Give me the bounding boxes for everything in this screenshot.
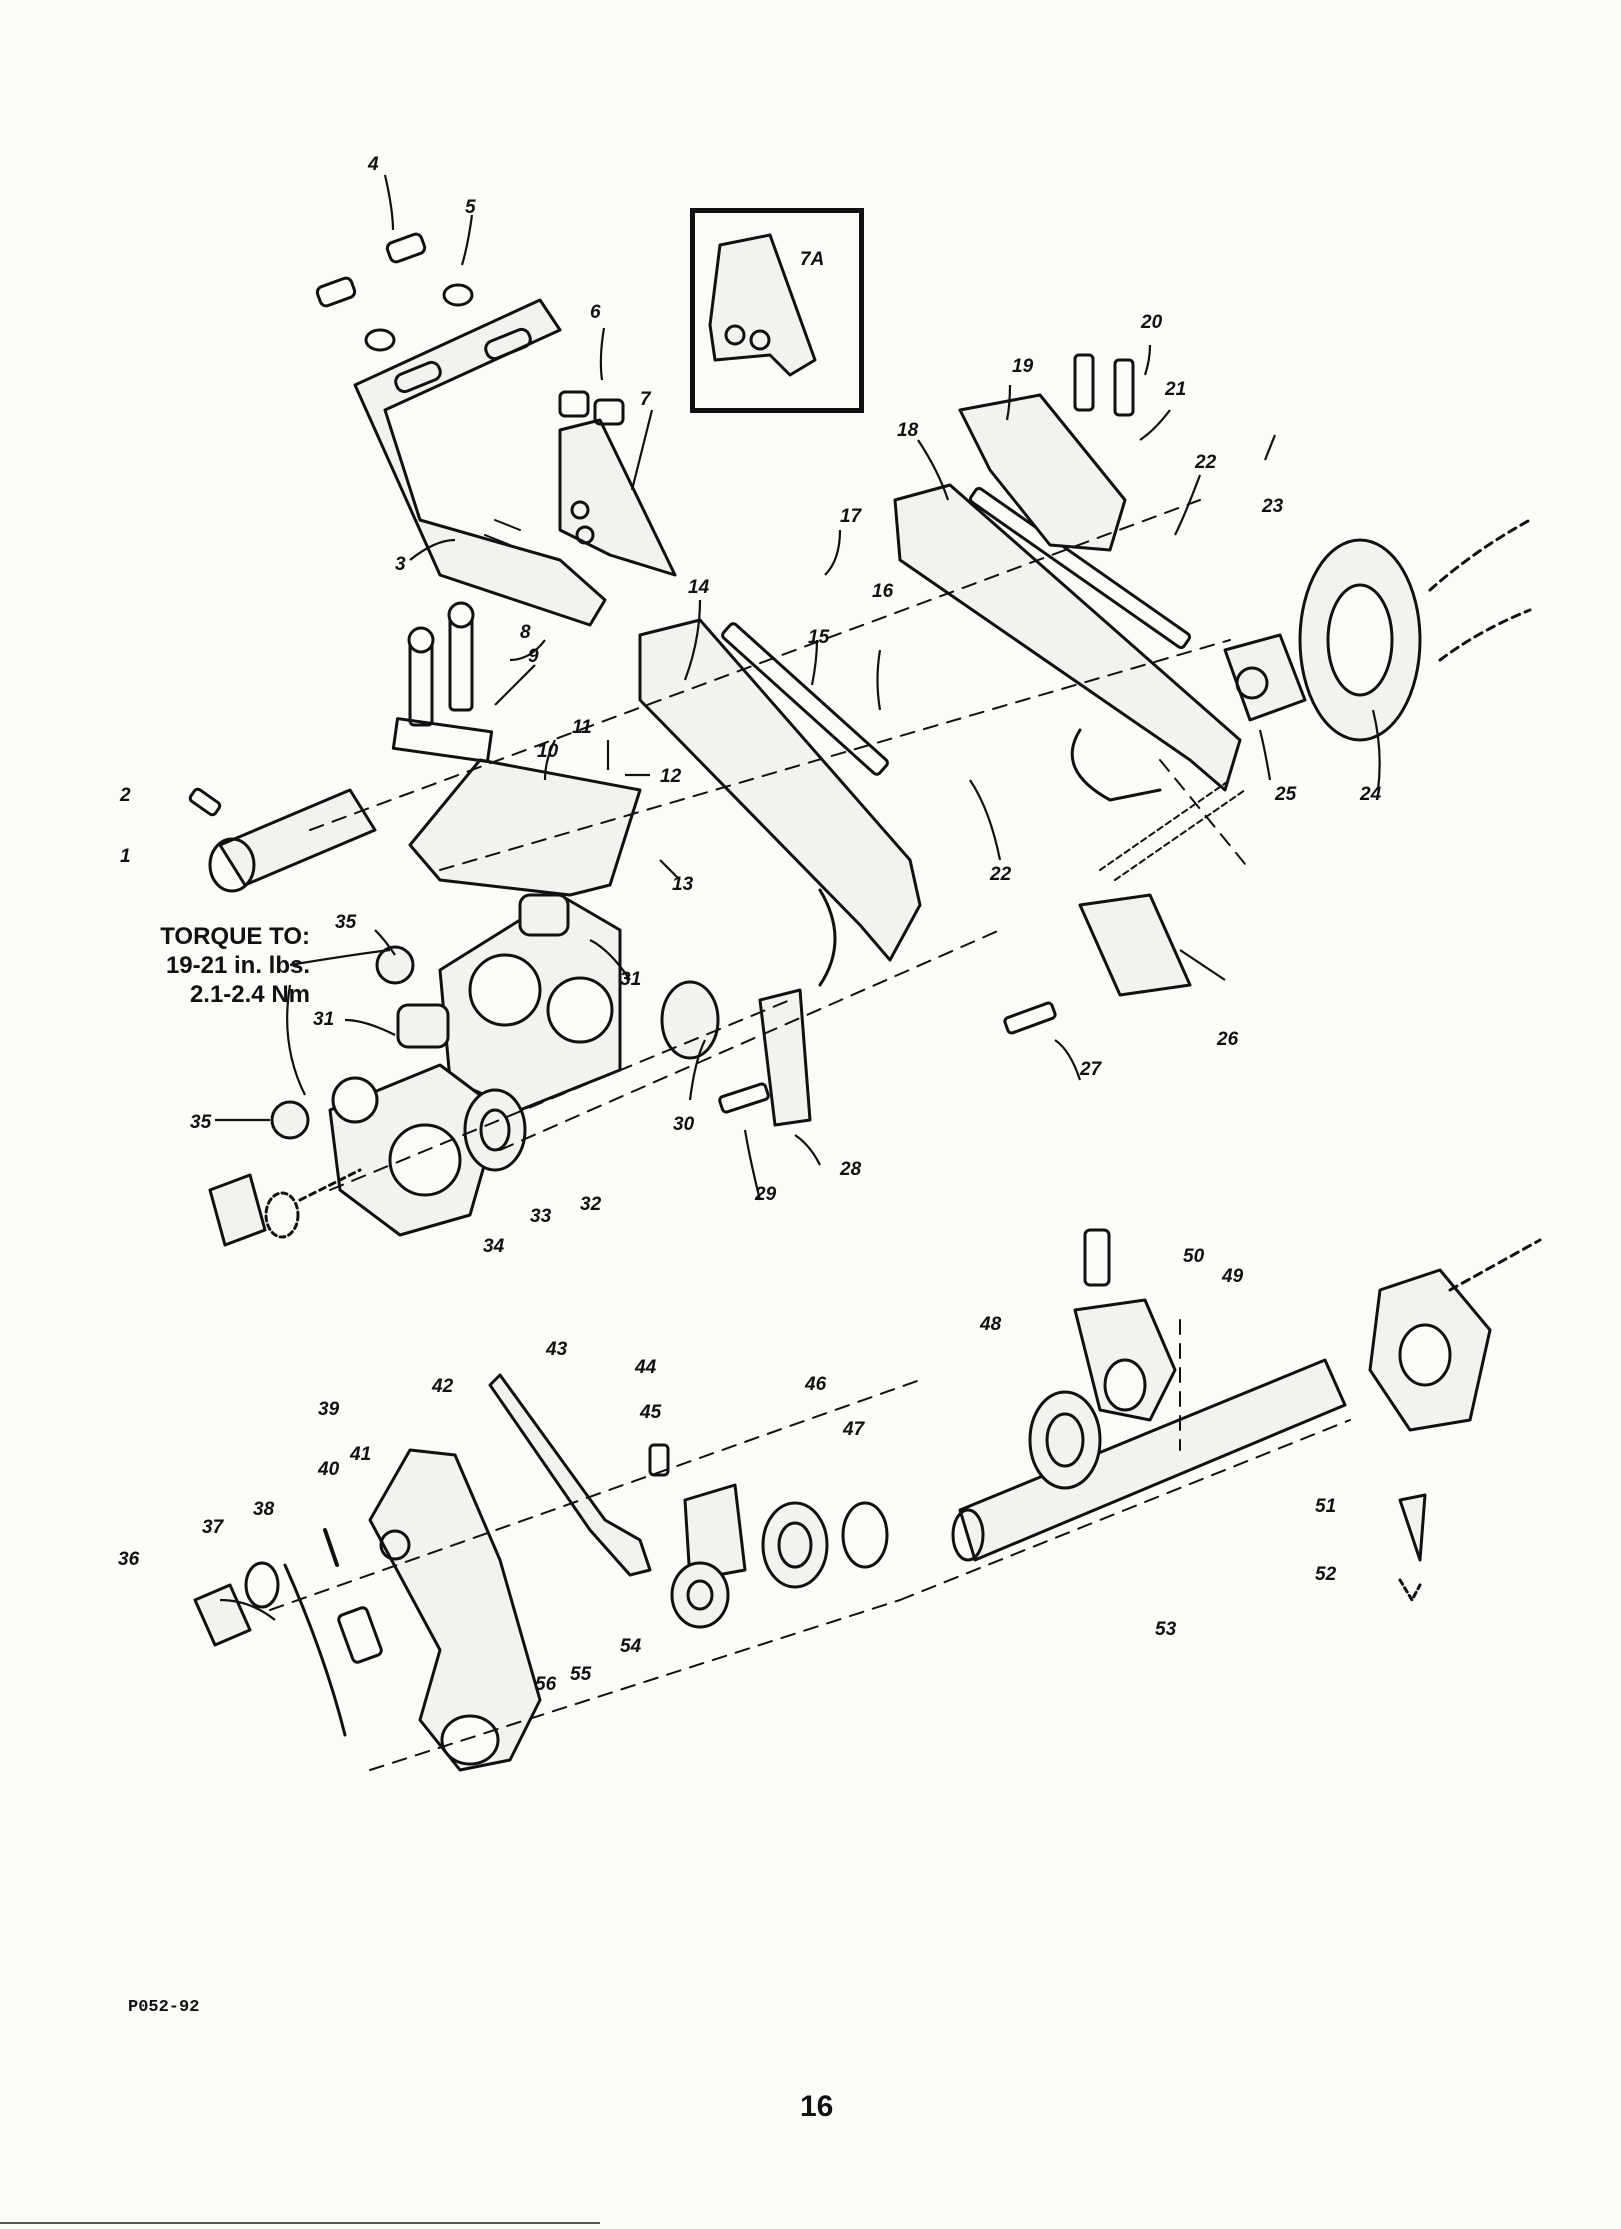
torque-imperial: 19-21 in. lbs. — [140, 951, 310, 980]
torque-spec: TORQUE TO: 19-21 in. lbs. 2.1-2.4 Nm — [140, 922, 310, 1009]
callout-51: 51 — [1315, 1496, 1336, 1517]
callout-35-lower: 35 — [190, 1112, 212, 1133]
callout-43: 43 — [545, 1339, 568, 1360]
callout-23: 23 — [1261, 496, 1284, 517]
callout-18: 18 — [897, 420, 919, 441]
callout-37: 37 — [202, 1517, 225, 1538]
callout-46: 46 — [804, 1374, 827, 1395]
callout-52: 52 — [1315, 1564, 1337, 1585]
callout-13: 13 — [672, 874, 694, 895]
callout-56: 56 — [535, 1674, 557, 1695]
callout-55: 55 — [570, 1664, 592, 1685]
figure-code: P052-92 — [128, 1998, 199, 2017]
callout-20: 20 — [1140, 312, 1163, 333]
part-rod-43 — [490, 1375, 650, 1575]
callout-22: 22 — [1194, 452, 1217, 473]
torque-heading: TORQUE TO: — [140, 922, 310, 951]
callout-21: 21 — [1164, 379, 1186, 400]
callout-4: 4 — [367, 154, 379, 175]
callout-48: 48 — [979, 1314, 1002, 1335]
part-crank-41 — [337, 1450, 540, 1770]
callout-54: 54 — [620, 1636, 642, 1657]
callout-39: 39 — [318, 1399, 340, 1420]
callout-25: 25 — [1274, 784, 1297, 805]
part-pin-1 — [189, 788, 375, 891]
callout-2: 2 — [119, 785, 131, 806]
callout-7: 7 — [640, 389, 652, 410]
callout-50: 50 — [1183, 1246, 1205, 1267]
bottom-rule — [0, 2222, 600, 2224]
callout-49: 49 — [1221, 1266, 1244, 1287]
callout-35-upper: 35 — [335, 912, 357, 933]
callout-12: 12 — [660, 766, 682, 787]
callout-8: 8 — [520, 622, 531, 643]
part-block-25 — [1225, 635, 1305, 720]
callout-10: 10 — [537, 741, 559, 762]
callout-30: 30 — [673, 1114, 695, 1135]
callout-9: 9 — [528, 646, 539, 667]
callout-38: 38 — [253, 1499, 275, 1520]
callout-3: 3 — [395, 554, 406, 575]
callout-41: 41 — [349, 1444, 371, 1465]
callout-47: 47 — [842, 1419, 866, 1440]
callout-19: 19 — [1012, 356, 1034, 377]
callout-31-lower: 31 — [313, 1009, 334, 1030]
callout-31-upper: 31 — [620, 969, 641, 990]
callout-34: 34 — [483, 1236, 505, 1257]
callout-14: 14 — [688, 577, 710, 598]
callout-40: 40 — [317, 1459, 340, 1480]
part-blade-7 — [560, 420, 675, 575]
callout-27: 27 — [1079, 1059, 1103, 1080]
part-right-assembly — [1370, 1240, 1540, 1600]
page-number: 16 — [800, 2090, 833, 2124]
callout-29: 29 — [754, 1184, 777, 1205]
callout-22-lower: 22 — [989, 864, 1012, 885]
part-links-31-35 — [272, 895, 718, 1235]
callout-6: 6 — [590, 302, 601, 323]
callout-32: 32 — [580, 1194, 602, 1215]
callout-7a: 7A — [800, 249, 824, 270]
callout-26: 26 — [1216, 1029, 1239, 1050]
callout-15: 15 — [808, 627, 830, 648]
callout-17: 17 — [840, 506, 863, 527]
callout-33: 33 — [530, 1206, 552, 1227]
callout-42: 42 — [431, 1376, 454, 1397]
part-ring-24 — [1300, 520, 1530, 740]
callout-44: 44 — [634, 1357, 657, 1378]
part-assembly-44-47 — [650, 1445, 887, 1627]
callout-1: 1 — [120, 846, 131, 867]
callout-5: 5 — [465, 197, 476, 218]
callout-11: 11 — [572, 717, 592, 738]
torque-metric: 2.1-2.4 Nm — [140, 980, 310, 1009]
callout-53: 53 — [1155, 1619, 1177, 1640]
callout-28: 28 — [839, 1159, 862, 1180]
part-nut-36 — [195, 1530, 345, 1735]
callout-16: 16 — [872, 581, 894, 602]
part-block-10 — [393, 603, 640, 895]
callout-45: 45 — [639, 1402, 662, 1423]
callout-24: 24 — [1359, 784, 1382, 805]
callout-36: 36 — [118, 1549, 140, 1570]
